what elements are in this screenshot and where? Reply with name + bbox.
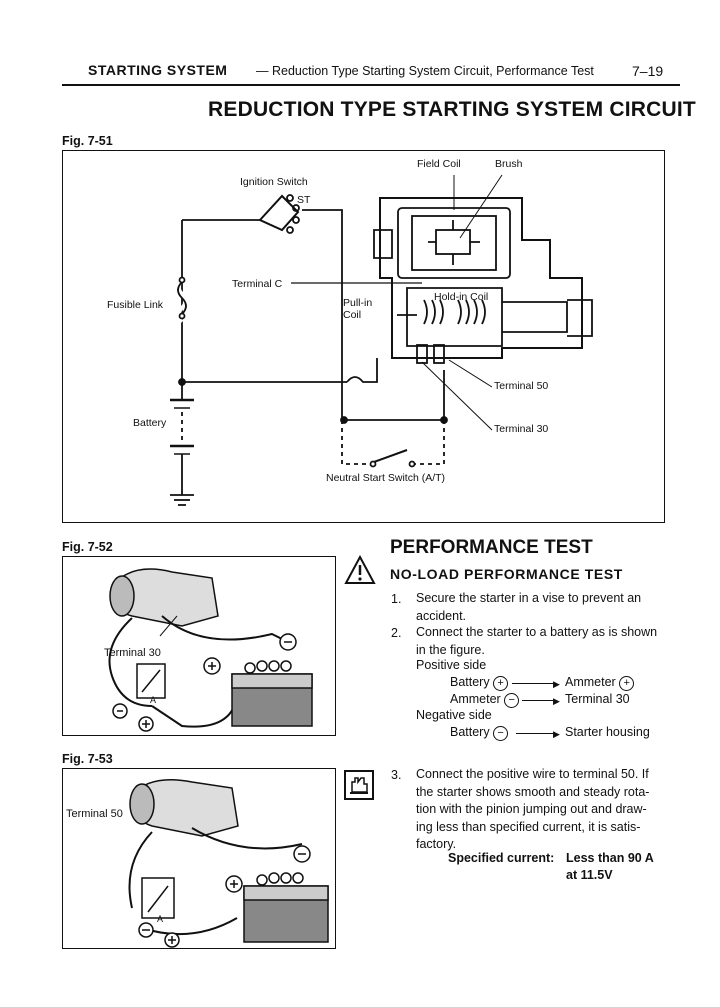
conn-row-1: Battery + [450, 674, 509, 692]
label-hold-in-coil: Hold-in Coil [434, 291, 489, 303]
fig53-terminal-50-label: Terminal 50 [66, 808, 123, 820]
section-title: STARTING SYSTEM [88, 62, 228, 78]
label-ignition-switch: Ignition Switch [240, 176, 308, 188]
figure-label-7-53: Fig. 7-53 [62, 752, 113, 766]
positive-side-label: Positive side [416, 658, 487, 672]
label-fusible-link: Fusible Link [107, 299, 164, 311]
performance-test-title: PERFORMANCE TEST [390, 537, 593, 558]
conn-row-2: Ammeter − [450, 691, 520, 709]
label-terminal-30: Terminal 30 [494, 423, 549, 435]
section-subtitle: — Reduction Type Starting System Circuit… [256, 64, 594, 78]
negative-side-label: Negative side [416, 708, 492, 722]
spec-value-1: Less than 90 A [566, 851, 654, 865]
figure-label-7-51: Fig. 7-51 [62, 134, 113, 148]
figure-7-52-illustration: A [108, 568, 313, 732]
arrow-icon [512, 683, 556, 684]
spec-label: Specified current: [448, 851, 555, 865]
circuit-diagram [170, 174, 593, 506]
conn-row-1-to: Ammeter + [565, 674, 635, 692]
arrow-icon [516, 733, 556, 734]
label-battery: Battery [133, 417, 167, 429]
label-st: ST [297, 194, 311, 206]
minus-circle-icon: − [493, 726, 509, 741]
ammeter-letter: A [150, 695, 156, 705]
figure-label-7-52: Fig. 7-52 [62, 540, 113, 554]
label-brush: Brush [495, 158, 523, 170]
circuit-diagram-frame [62, 150, 665, 523]
conn-row-2-to: Terminal 30 [565, 692, 630, 706]
page-number: 7–19 [632, 63, 664, 79]
label-field-coil: Field Coil [417, 158, 461, 170]
no-load-test-subtitle: NO-LOAD PERFORMANCE TEST [390, 566, 623, 582]
label-terminal-50: Terminal 50 [494, 380, 549, 392]
label-neutral-start-switch: Neutral Start Switch (A/T) [326, 472, 446, 484]
step-3-text: Connect the positive wire to terminal 50… [416, 767, 650, 851]
spec-value-2: at 11.5V [566, 868, 613, 882]
wire-main-loop [181, 220, 347, 383]
step-1-number: 1. [391, 592, 402, 606]
arrow-icon [522, 700, 556, 701]
plus-circle-icon: + [493, 676, 509, 691]
hand-tool-icon [344, 770, 374, 800]
page-title: REDUCTION TYPE STARTING SYSTEM CIRCUIT [208, 98, 696, 121]
step-3-number: 3. [391, 768, 402, 782]
label-coil: Coil [343, 309, 362, 321]
minus-circle-icon: − [504, 693, 520, 708]
step-2-text: Connect the starter to a battery as is s… [416, 625, 658, 657]
step-1-text: Secure the starter in a vise to prevent … [416, 591, 642, 623]
figure-7-52-frame [62, 556, 336, 736]
label-pull-in: Pull-in [343, 297, 373, 309]
header-rule [62, 84, 680, 86]
plus-circle-icon: + [619, 676, 635, 691]
figure-7-53-illustration: A [128, 779, 329, 948]
warning-triangle-icon [344, 555, 376, 584]
label-terminal-c: Terminal C [232, 278, 283, 290]
conn-row-3: Battery − [450, 724, 509, 742]
step-2-number: 2. [391, 626, 402, 640]
ammeter-letter: A [157, 914, 163, 924]
figure-7-53-frame [62, 768, 336, 949]
fig52-terminal-30-label: Terminal 30 [104, 647, 161, 659]
conn-row-3-to: Starter housing [565, 725, 650, 739]
